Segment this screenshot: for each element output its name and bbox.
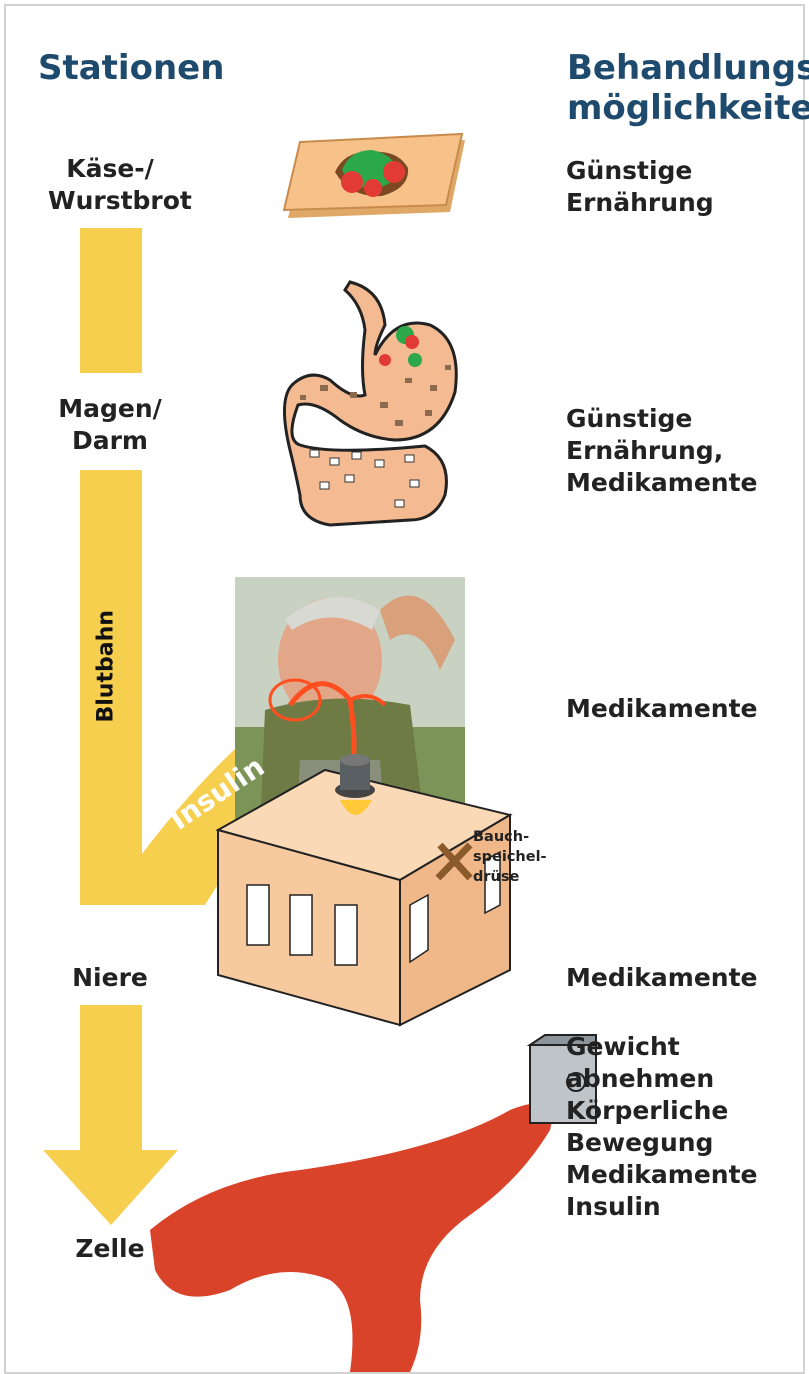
treatment-bloodstream: Medikamente <box>566 693 758 725</box>
station-cell: Zelle <box>63 1233 157 1265</box>
pancreas-label: Bauch- speichel- drüse <box>473 827 547 887</box>
treatment-food: Günstige Ernährung <box>566 155 714 219</box>
bloodstream-label: Blutbahn <box>94 603 119 723</box>
bread-illustration <box>284 134 465 218</box>
station-food: Käse-/ Wurstbrot <box>48 153 172 217</box>
treatment-stomach: Günstige Ernährung, Medikamente <box>566 403 758 499</box>
arrow-segment-food <box>80 228 142 373</box>
stations-heading: Stationen <box>38 48 224 88</box>
treatment-cell: Gewicht abnehmen Körperliche Bewegung Me… <box>566 1031 758 1223</box>
arrow-segment-cell <box>43 1005 178 1225</box>
station-kidney: Niere <box>63 962 157 994</box>
treatment-kidney: Medikamente <box>566 962 758 994</box>
bloodstream-shape <box>150 1103 552 1372</box>
stomach-illustration <box>284 282 456 525</box>
station-stomach: Magen/ Darm <box>53 393 167 457</box>
treatments-heading: Behandlungs- möglichkeiten <box>567 48 809 128</box>
